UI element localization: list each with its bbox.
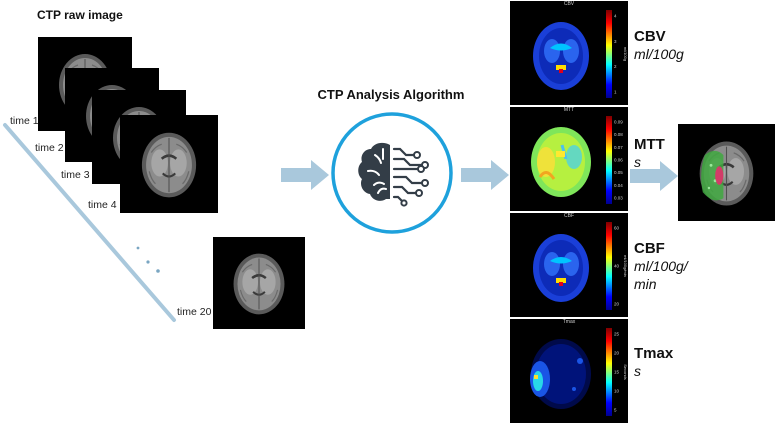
param-label-cbf: CBF ml/100g/ min: [634, 240, 688, 293]
param-label-cbv: CBV ml/100g: [634, 28, 684, 63]
colorbar-tick-label: 2: [614, 64, 617, 69]
time-label-20: time 20: [177, 306, 212, 318]
colorbar-tick-label: 3: [614, 39, 617, 44]
colorbar-axis-label: ml/100g: [623, 47, 628, 61]
tmax-map-image: [530, 339, 591, 409]
param-unit: ml/100g/ min: [634, 258, 688, 292]
time-label-1: time 1: [10, 115, 39, 127]
map-panel-cbv: CBV: [510, 1, 628, 105]
cbf-map-image: [533, 234, 589, 302]
map-title: CBV: [563, 1, 575, 7]
colorbar-tick-label: 20: [614, 351, 620, 356]
colorbar-mtt: [606, 116, 612, 204]
colorbar-tick-label: 5: [614, 408, 617, 413]
colorbar-tick-label: 10: [614, 389, 620, 394]
param-unit: s: [634, 363, 641, 379]
colorbar-tick-label: 40: [614, 264, 620, 269]
colorbar-axis-label: ml/100g/min: [623, 255, 628, 277]
param-label-mtt: MTT s: [634, 136, 665, 171]
colorbar-cbf: [606, 222, 612, 310]
param-unit: s: [634, 154, 641, 170]
cbv-map-image: [533, 22, 589, 90]
colorbar-tick-label: 0.05: [614, 170, 623, 175]
map-panel-mtt: MTT: [510, 107, 628, 211]
map-title: MTT: [563, 107, 575, 113]
colorbar-tmax: [606, 328, 612, 416]
colorbar-tick-label: 0.09: [614, 120, 623, 125]
raw-frame-4: [120, 115, 218, 213]
raw-image-title: CTP raw image: [37, 8, 123, 22]
algorithm-title: CTP Analysis Algorithm: [317, 87, 465, 102]
brain-circuit-icon: [331, 112, 453, 234]
map-title: Tmax: [562, 319, 576, 325]
param-name: MTT: [634, 136, 665, 153]
colorbar-tick-label: 0.07: [614, 145, 623, 150]
mtt-map-image: [531, 127, 591, 197]
colorbar-tick-label: 0.08: [614, 132, 623, 137]
param-name: Tmax: [634, 345, 674, 362]
map-title: CBF: [564, 213, 574, 219]
arrow-right-icon: [281, 160, 329, 190]
time-label-3: time 3: [61, 169, 90, 181]
result-lesion-overlay-image: [678, 124, 775, 221]
colorbar-tick-label: 4: [614, 14, 617, 19]
colorbar-tick-label: 25: [614, 332, 620, 337]
arrow-right-icon: [630, 161, 678, 191]
colorbar-tick-label: 0.03: [614, 196, 623, 201]
param-label-tmax: Tmax s: [634, 345, 673, 380]
colorbar-tick-label: 1: [614, 90, 617, 95]
colorbar-tick-label: 20: [614, 302, 620, 307]
colorbar-tick-label: 0.06: [614, 158, 623, 163]
colorbar-axis-label: Seconds: [623, 364, 628, 380]
raw-frame-20: [213, 237, 305, 329]
param-name: CBF: [634, 240, 665, 257]
time-label-2: time 2: [35, 142, 64, 154]
colorbar-tick-label: 60: [614, 226, 620, 231]
param-name: CBV: [634, 28, 666, 45]
arrow-right-icon: [461, 160, 509, 190]
colorbar-tick-label: 15: [614, 370, 620, 375]
time-label-4: time 4: [88, 199, 117, 211]
colorbar-cbv: [606, 10, 612, 98]
colorbar-tick-label: 0.04: [614, 183, 623, 188]
param-unit: ml/100g: [634, 46, 684, 62]
